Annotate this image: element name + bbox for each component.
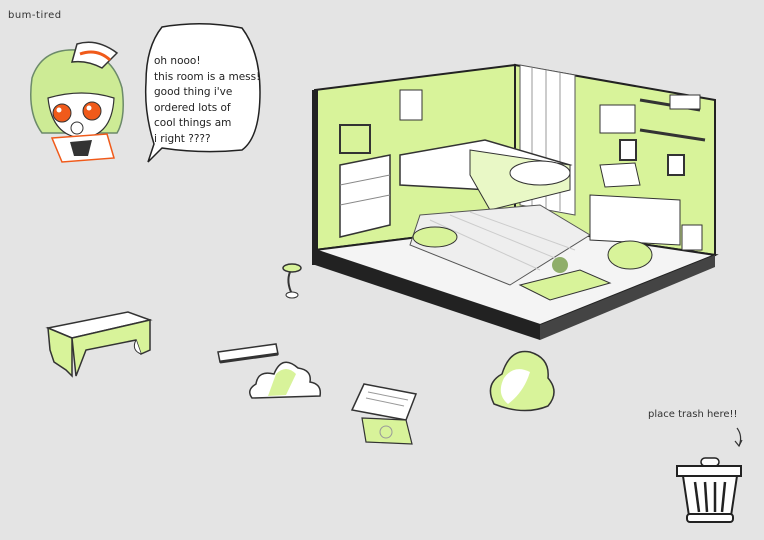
bench-icon[interactable] bbox=[45, 310, 153, 380]
paper-icon[interactable] bbox=[348, 378, 424, 448]
character-avatar bbox=[30, 41, 124, 163]
speech-text: oh nooo! this room is a mess! good thing… bbox=[154, 55, 261, 145]
bedroom-room bbox=[312, 63, 719, 340]
lamp-icon[interactable] bbox=[280, 262, 304, 300]
shelf-icon[interactable] bbox=[216, 340, 326, 405]
speech-bubble bbox=[144, 22, 261, 163]
trash-hint-label: place trash here!! bbox=[648, 409, 738, 420]
trash-bin-icon[interactable] bbox=[675, 456, 745, 528]
beanbag-icon[interactable] bbox=[484, 344, 558, 416]
character-name: bum-tired bbox=[8, 10, 62, 21]
arrow-down-icon bbox=[734, 427, 743, 448]
